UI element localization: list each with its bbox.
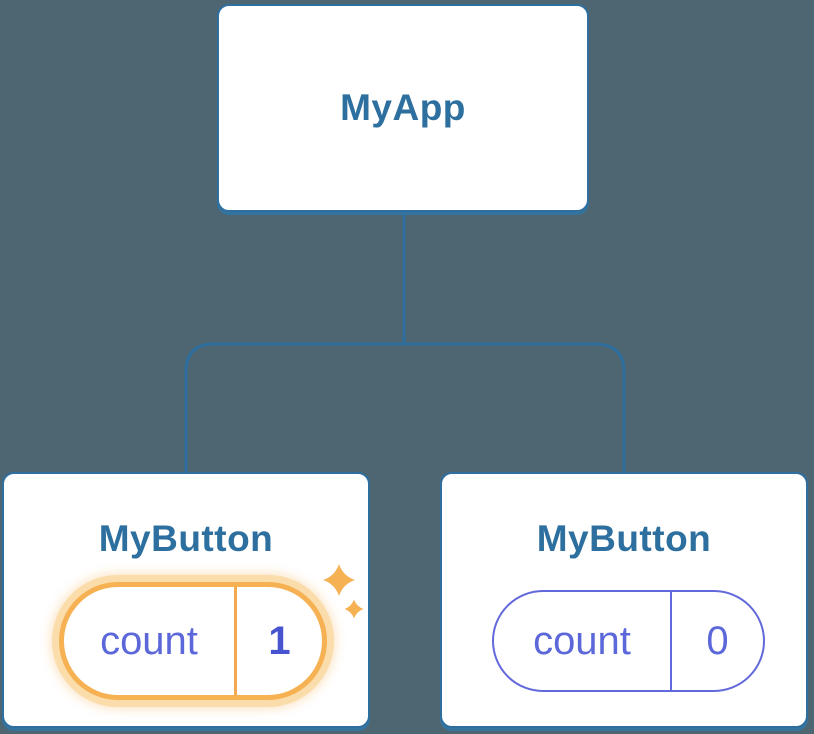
sparkle-icon	[323, 564, 364, 619]
state-value: 0	[706, 618, 729, 663]
sparkle-large-icon	[323, 564, 355, 596]
state-pill-highlighted: count 1	[59, 582, 327, 700]
state-pill: count 0	[492, 590, 765, 692]
node-label: MyApp	[340, 87, 466, 128]
pill-divider	[234, 587, 237, 695]
tree-node-mybutton-2: MyButton count 0	[440, 472, 808, 728]
tree-node-myapp: MyApp	[217, 4, 589, 212]
state-key: count	[533, 618, 631, 663]
sparkle-small-icon	[344, 599, 364, 619]
connector-path	[184, 210, 626, 474]
pill-divider	[670, 592, 672, 690]
tree-node-mybutton-1: MyButton count 1	[2, 472, 370, 728]
node-label: MyButton	[536, 518, 712, 559]
node-label: MyButton	[98, 518, 274, 559]
state-key: count	[100, 618, 198, 663]
state-value: 1	[268, 618, 291, 663]
